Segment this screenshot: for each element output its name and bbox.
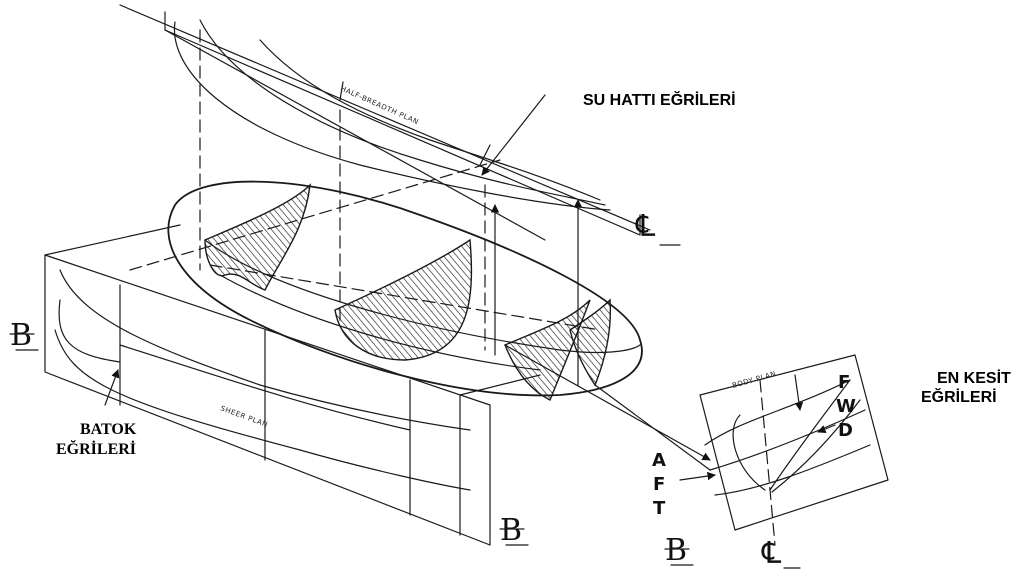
aft-letter-1: A bbox=[652, 450, 666, 471]
fwd-label: F W D bbox=[836, 372, 856, 441]
centerline-symbol-top: ℄ bbox=[635, 209, 656, 244]
aft-letter-2: F bbox=[653, 474, 665, 495]
sections-callout-line1: EN KESİT bbox=[937, 369, 1011, 387]
baseline-symbol-body: B bbox=[665, 533, 687, 568]
body-plan-label: BODY PLAN bbox=[731, 370, 777, 390]
baseline-symbol-bottom: B bbox=[500, 513, 522, 548]
body-plan: BODY PLAN bbox=[679, 354, 889, 546]
fwd-letter-1: F bbox=[838, 372, 850, 393]
baseline-symbol-left: B bbox=[10, 318, 32, 353]
waterlines-callout: SU HATTI EĞRİLERİ bbox=[583, 90, 736, 109]
aft-label: A F T bbox=[652, 450, 666, 519]
fwd-letter-2: W bbox=[836, 396, 856, 417]
sheer-plan-label: SHEER PLAN bbox=[219, 404, 269, 429]
aft-letter-3: T bbox=[653, 498, 666, 519]
buttocks-callout-line1: BATOK bbox=[80, 421, 137, 438]
fwd-letter-3: D bbox=[838, 420, 853, 441]
hull-body bbox=[129, 29, 711, 471]
centerline-symbol-body: ℄ bbox=[761, 536, 782, 571]
buttocks-callout-line2: EĞRİLERİ bbox=[56, 439, 136, 458]
sections-callout-line2: EĞRİLERİ bbox=[921, 387, 997, 406]
